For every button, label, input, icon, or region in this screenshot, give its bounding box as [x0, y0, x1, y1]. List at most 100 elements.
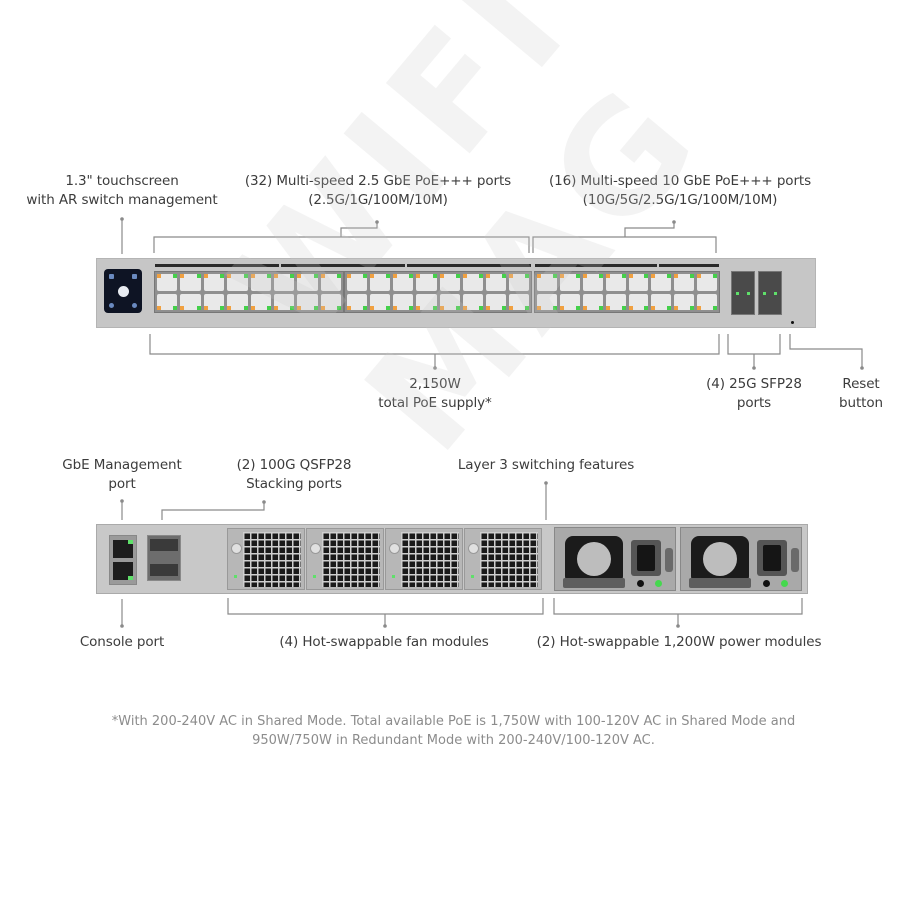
- rj45-port[interactable]: [674, 293, 695, 310]
- gbe-management-port[interactable]: [113, 540, 133, 558]
- touchscreen-icon-lock: [132, 274, 137, 279]
- rj45-port[interactable]: [157, 293, 178, 310]
- rj45-port[interactable]: [628, 274, 649, 291]
- rj45-port[interactable]: [347, 274, 368, 291]
- rj45-port[interactable]: [203, 293, 225, 310]
- rj45-port[interactable]: [180, 274, 202, 291]
- rj45-port[interactable]: [674, 274, 695, 291]
- psu-fan: [691, 536, 749, 584]
- psu-handle[interactable]: [689, 578, 751, 588]
- rj45-port[interactable]: [347, 293, 368, 310]
- ports-10g-label-line1: (16) Multi-speed 10 GbE PoE+++ ports: [548, 173, 812, 189]
- rj45-port[interactable]: [485, 293, 507, 310]
- rj45-port[interactable]: [439, 293, 460, 310]
- touchscreen-icon-settings: [132, 303, 137, 308]
- psu-latch[interactable]: [665, 548, 673, 572]
- led-bar: [155, 264, 279, 267]
- led-bar: [407, 264, 531, 267]
- qsfp28-label-line2: Stacking ports: [246, 476, 342, 492]
- power-module[interactable]: [554, 527, 676, 591]
- sfp28-label: (4) 25G SFP28 ports: [694, 375, 814, 413]
- rj45-port[interactable]: [559, 293, 580, 310]
- rj45-port[interactable]: [559, 274, 580, 291]
- fan-module[interactable]: [464, 528, 542, 590]
- rj45-port[interactable]: [227, 274, 248, 291]
- fan-grille: [401, 532, 459, 587]
- power-module[interactable]: [680, 527, 802, 591]
- sfp28-cage-2[interactable]: [758, 271, 782, 315]
- ac-inlet[interactable]: [631, 540, 661, 576]
- rj45-port[interactable]: [651, 293, 672, 310]
- led-bar: [659, 264, 719, 267]
- rj45-port[interactable]: [582, 293, 603, 310]
- fan-module[interactable]: [385, 528, 463, 590]
- rj45-port[interactable]: [297, 274, 319, 291]
- mgmt-port-label-line1: GbE Management: [62, 457, 182, 473]
- rj45-port[interactable]: [250, 293, 272, 310]
- rj45-port[interactable]: [462, 274, 483, 291]
- rj45-port[interactable]: [416, 293, 437, 310]
- psu-latch[interactable]: [791, 548, 799, 572]
- rj45-port[interactable]: [273, 293, 295, 310]
- touchscreen-center-knob: [118, 286, 129, 297]
- rj45-port[interactable]: [320, 293, 342, 310]
- rj45-port[interactable]: [697, 293, 717, 310]
- rj45-port[interactable]: [485, 274, 507, 291]
- rj45-port[interactable]: [320, 274, 342, 291]
- rj45-port[interactable]: [651, 274, 672, 291]
- rj45-port[interactable]: [582, 274, 603, 291]
- rj45-port[interactable]: [370, 293, 391, 310]
- rj45-port[interactable]: [370, 274, 391, 291]
- switch-front-panel: [96, 258, 816, 328]
- fan-grille: [480, 532, 538, 587]
- rj45-port[interactable]: [537, 293, 557, 310]
- rj45-port[interactable]: [157, 274, 178, 291]
- console-port[interactable]: [113, 562, 133, 580]
- reset-label-line2: button: [839, 395, 883, 411]
- rj45-port[interactable]: [537, 274, 557, 291]
- footnote-line2: 950W/750W in Redundant Mode with 200-240…: [252, 733, 655, 748]
- rj45-port[interactable]: [297, 293, 319, 310]
- fan-module[interactable]: [227, 528, 305, 590]
- rj45-port[interactable]: [250, 274, 272, 291]
- rj45-port[interactable]: [605, 274, 626, 291]
- rj45-port[interactable]: [628, 293, 649, 310]
- qsfp28-port[interactable]: [150, 564, 178, 576]
- rj45-port-group-2: [344, 271, 532, 313]
- status-led: [781, 580, 788, 587]
- rj45-port[interactable]: [227, 293, 248, 310]
- rj45-port[interactable]: [393, 293, 414, 310]
- rj45-port[interactable]: [203, 274, 225, 291]
- rj45-port[interactable]: [180, 293, 202, 310]
- touchscreen[interactable]: [104, 269, 142, 313]
- fan-grille: [322, 532, 380, 587]
- ports-2-5g-label-line2: (2.5G/1G/100M/10M): [308, 192, 448, 208]
- ac-inlet[interactable]: [757, 540, 787, 576]
- rj45-port[interactable]: [462, 293, 483, 310]
- status-led: [655, 580, 662, 587]
- qsfp28-label: (2) 100G QSFP28 Stacking ports: [224, 456, 364, 494]
- layer3-label: Layer 3 switching features: [457, 457, 635, 473]
- touchscreen-icon-power: [109, 303, 114, 308]
- rj45-port[interactable]: [697, 274, 717, 291]
- qsfp28-port[interactable]: [150, 539, 178, 551]
- rj45-port[interactable]: [416, 274, 437, 291]
- led-bar: [281, 264, 405, 267]
- psu-handle[interactable]: [563, 578, 625, 588]
- rj45-port[interactable]: [439, 274, 460, 291]
- rj45-port[interactable]: [393, 274, 414, 291]
- screw-icon: [468, 543, 479, 554]
- rj45-port[interactable]: [605, 293, 626, 310]
- fan-module[interactable]: [306, 528, 384, 590]
- rj45-port[interactable]: [508, 293, 530, 310]
- sfp28-label-line1: (4) 25G SFP28: [706, 376, 802, 392]
- rj45-port[interactable]: [508, 274, 530, 291]
- psu-hole: [637, 580, 644, 587]
- fan-grille: [243, 532, 301, 587]
- reset-button[interactable]: [791, 321, 794, 324]
- sfp28-cage-1[interactable]: [731, 271, 755, 315]
- status-led: [392, 575, 395, 578]
- touchscreen-label-line2: with AR switch management: [26, 192, 218, 208]
- rj45-port[interactable]: [273, 274, 295, 291]
